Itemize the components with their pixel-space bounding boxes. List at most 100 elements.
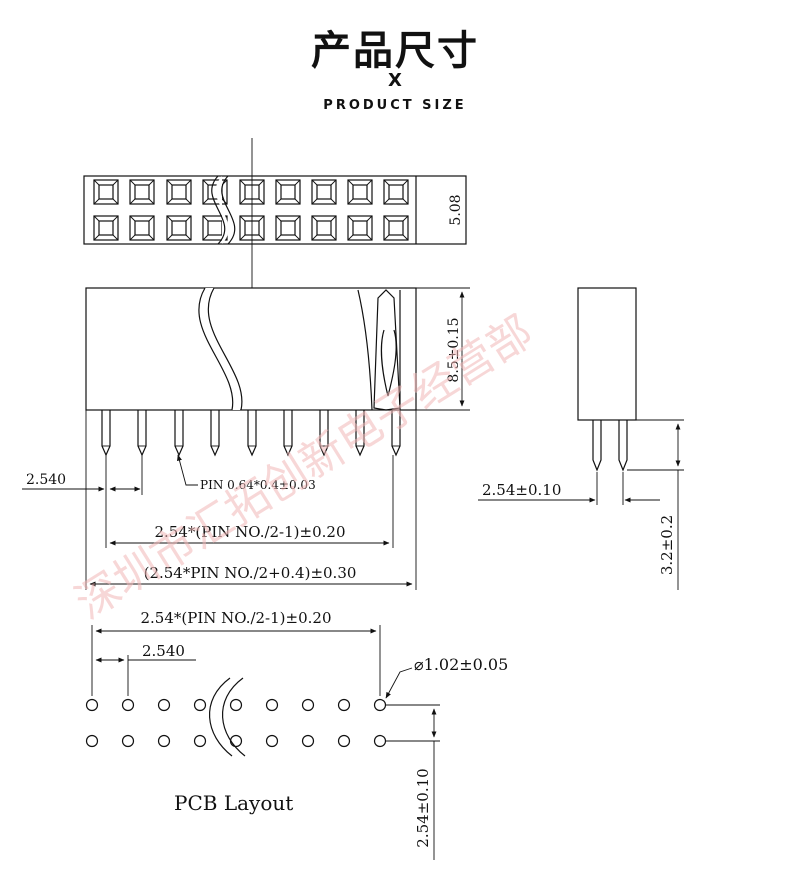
pin-socket-chamfer [311, 234, 318, 241]
pin-socket-chamfer [148, 234, 155, 241]
pin-socket-inner [171, 184, 187, 200]
pcb-break-b [221, 677, 246, 757]
pin-socket-inner [316, 220, 332, 236]
pin-socket-chamfer [129, 179, 136, 186]
pin-socket-inner [134, 184, 150, 200]
pcb-hole [85, 734, 99, 748]
pin-socket-chamfer [185, 198, 192, 205]
pin-socket-chamfer [294, 179, 301, 186]
side-pin-b [618, 420, 628, 472]
pcb-hole [121, 734, 135, 748]
pin-socket-chamfer [402, 234, 409, 241]
pin-socket-chamfer [185, 215, 192, 222]
pin-socket-chamfer [148, 215, 155, 222]
pin-socket-chamfer [93, 234, 100, 241]
pin-socket-inner [207, 220, 223, 236]
pin-socket-chamfer [112, 179, 119, 186]
pin-socket-chamfer [275, 215, 282, 222]
pcb-hole [121, 698, 135, 712]
pin-socket-chamfer [112, 198, 119, 205]
pin-socket-outer [311, 179, 337, 205]
pin-socket-chamfer [148, 179, 155, 186]
contact-spring [380, 329, 397, 397]
pin-socket-chamfer [366, 198, 373, 205]
front-view-body [85, 287, 417, 411]
pin-socket-outer [129, 179, 155, 205]
front-view: 8.5±0.15 2.540 PIN 0.64*0.4±0.03 2.54*(P… [22, 287, 470, 590]
pin-socket-inner [98, 220, 114, 236]
side-pin-a [592, 420, 602, 472]
pin-socket-chamfer [311, 198, 318, 205]
break-curve-front-a [198, 287, 234, 411]
pin-socket-chamfer [239, 198, 246, 205]
dim-pcb-span: 2.54*(PIN NO./2-1)±0.20 [140, 609, 331, 627]
side-view: 2.54±0.10 3.2±0.2 [478, 287, 684, 590]
dim-span-inner: 2.54*(PIN NO./2-1)±0.20 [154, 523, 345, 541]
pin-socket-outer [311, 215, 337, 241]
break-fill-front [198, 288, 241, 410]
pin-socket-outer [347, 215, 373, 241]
pcb-hole [301, 698, 315, 712]
pin-socket-chamfer [402, 215, 409, 222]
pin-socket-chamfer [129, 198, 136, 205]
pin-socket-chamfer [93, 198, 100, 205]
pin-socket-chamfer [258, 234, 265, 241]
pin-socket-chamfer [166, 215, 173, 222]
front-pin [319, 410, 329, 457]
pin-socket-chamfer [330, 198, 337, 205]
dim-side-pitch: 2.54±0.10 [482, 481, 561, 499]
front-pin [391, 410, 401, 457]
pin-socket-chamfer [239, 215, 246, 222]
pin-socket-chamfer [294, 215, 301, 222]
pcb-hole [265, 734, 279, 748]
pin-socket-outer [129, 215, 155, 241]
pcb-layout: 2.54*(PIN NO./2-1)±0.20 2.540 ⌀1.02±0.05… [85, 609, 508, 860]
front-pin-row [101, 410, 401, 457]
front-pin [174, 410, 184, 457]
pcb-hole [229, 734, 243, 748]
pcb-hole [85, 698, 99, 712]
dim-pitch-left: 2.540 [26, 472, 66, 488]
break-curve-top-a [211, 175, 226, 245]
pin-socket-inner [280, 220, 296, 236]
pin-socket-chamfer [166, 198, 173, 205]
pcb-hole [373, 734, 387, 748]
front-pin [355, 410, 365, 457]
pin-socket-inner [388, 184, 404, 200]
pin-socket-chamfer [202, 179, 209, 186]
dim-pcb-pitch: 2.540 [142, 642, 185, 660]
break-curve-front-b [207, 287, 243, 411]
dim-side-tail: 3.2±0.2 [658, 515, 676, 575]
pin-socket-chamfer [402, 198, 409, 205]
pcb-hole [337, 698, 351, 712]
front-pin [283, 410, 293, 457]
pin-socket-chamfer [258, 198, 265, 205]
pcb-hole [193, 698, 207, 712]
pin-socket-chamfer [347, 179, 354, 186]
pin-socket-outer [275, 215, 301, 241]
dim-body-height: 8.5±0.15 [446, 317, 462, 382]
pcb-layout-label: PCB Layout [174, 791, 293, 815]
pin-socket-chamfer [311, 179, 318, 186]
pin-socket-inner [134, 220, 150, 236]
pin-socket-chamfer [258, 179, 265, 186]
front-pin [210, 410, 220, 457]
pin-socket-chamfer [366, 234, 373, 241]
pin-socket-chamfer [275, 179, 282, 186]
pin-socket-outer [93, 215, 119, 241]
pin-socket-chamfer [366, 215, 373, 222]
pin-socket-chamfer [185, 234, 192, 241]
pin-socket-outer [93, 179, 119, 205]
pin-spec-leader [177, 454, 198, 486]
top-view-outline [83, 175, 467, 245]
pin-socket-inner [171, 220, 187, 236]
pin-socket-chamfer [166, 179, 173, 186]
pin-socket-chamfer [330, 215, 337, 222]
pin-socket-chamfer [112, 215, 119, 222]
pin-socket-chamfer [129, 215, 136, 222]
pin-socket-chamfer [129, 234, 136, 241]
pcb-hole [265, 698, 279, 712]
pin-socket-chamfer [311, 215, 318, 222]
pin-socket-inner [316, 184, 332, 200]
